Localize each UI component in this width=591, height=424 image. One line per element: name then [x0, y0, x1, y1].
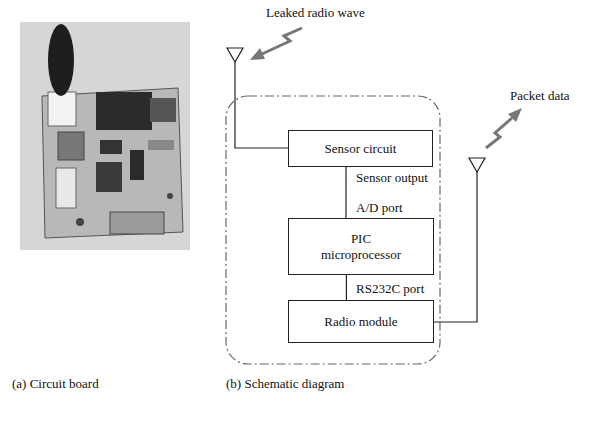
box-text: Radio module: [324, 314, 397, 330]
antenna-symbol: [227, 48, 288, 148]
connector-line: [345, 167, 346, 218]
board-photo: [20, 22, 190, 250]
radio-wave-arrow: [486, 108, 522, 148]
process-box: Radio module: [288, 300, 434, 343]
connector-line: [346, 275, 347, 300]
signal-label: Sensor output: [356, 170, 428, 186]
enclosure-outline: [226, 96, 440, 364]
signal-label: RS232C port: [356, 281, 424, 297]
signal-label: Leaked radio wave: [266, 5, 365, 21]
radio-wave-arrow: [250, 28, 302, 60]
signal-label: A/D port: [356, 200, 403, 216]
process-box: Sensor circuit: [288, 130, 433, 167]
box-text: PIC microprocessor: [313, 231, 409, 262]
box-text: Sensor circuit: [325, 141, 397, 157]
antenna-symbol: [434, 158, 485, 322]
figure-caption: (a) Circuit board: [12, 376, 99, 392]
process-box: PIC microprocessor: [288, 218, 434, 275]
signal-label: Packet data: [510, 88, 570, 104]
figure-caption: (b) Schematic diagram: [226, 376, 344, 392]
